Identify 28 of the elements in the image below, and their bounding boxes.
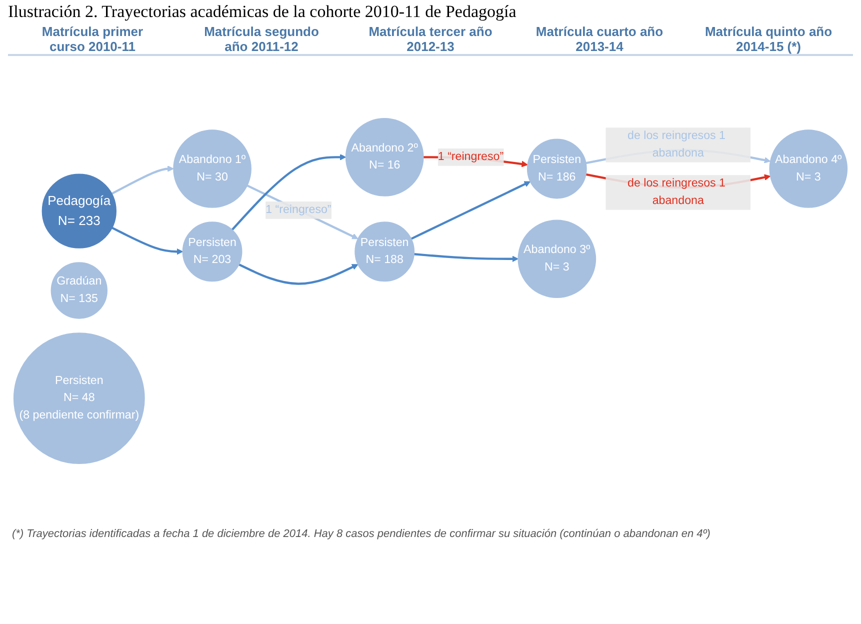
arrow: [111, 166, 174, 195]
footnote: (*) Trayectorias identificadas a fecha 1 de diciembre de 2014. Hay 8 casos pendientes de confirmar su situación (continúan o abandonan en 4º): [11, 527, 712, 542]
arrow: [112, 226, 183, 255]
arrow: [246, 184, 358, 240]
node-circle: Persisten N= 48 (8 pendiente confirmar): [13, 332, 145, 464]
node-circle: Abandono 3º N= 3: [518, 220, 596, 298]
node-circle: Persisten N= 186: [526, 138, 587, 199]
node-circle: Gradúan N= 135: [50, 262, 108, 319]
node-circle: Persisten N= 203: [182, 222, 242, 282]
column-header: Matrícula segundo año 2011-12: [203, 24, 320, 54]
edge-label: de los reingresos 1 abandona: [628, 130, 726, 160]
arrow: [238, 263, 358, 285]
edge-label: de los reingresos 1 abandona: [628, 177, 726, 207]
node-circle: Persisten N= 188: [354, 222, 415, 282]
node-circle: Abandono 1º N= 30: [173, 130, 252, 208]
node-circle: Abandono 2º N= 16: [345, 118, 424, 196]
arrow: [410, 181, 531, 240]
arrow: [414, 253, 518, 262]
edge-label: 1 “reingreso”: [266, 204, 332, 216]
arrow: [231, 154, 346, 230]
node-circle: Abandono 4º N= 3: [769, 130, 848, 208]
edge-label: 1 “reingreso”: [438, 150, 504, 163]
column-header: Matrícula primer curso 2010-11: [40, 24, 144, 54]
figure-title: Ilustración 2. Trayectorias académicas de la cohorte 2010-11 de Pedagogía: [7, 1, 518, 23]
column-header: Matrícula quinto año 2014-15 (*): [704, 24, 834, 54]
column-header: Matrícula cuarto año 2013-14: [534, 24, 664, 54]
column-header: Matrícula tercer año 2012-13: [368, 24, 494, 54]
node-circle: Pedagogía N= 233: [42, 174, 116, 248]
